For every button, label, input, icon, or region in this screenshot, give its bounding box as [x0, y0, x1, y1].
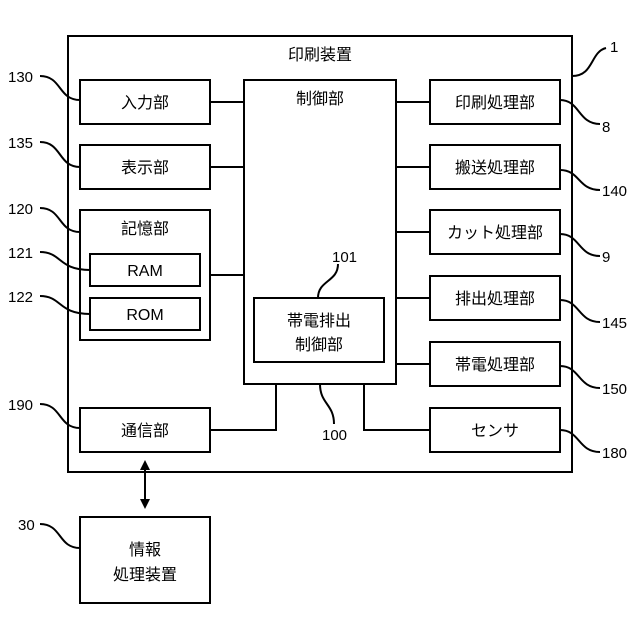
- information-processing-device-label-line2: 処理装置: [113, 565, 177, 584]
- information-processing-device-label-line1: 情報: [129, 540, 161, 559]
- ref-150: 150: [602, 381, 627, 398]
- ref-190: 190: [8, 397, 33, 414]
- ref-1: 1: [610, 39, 618, 56]
- information-processing-device-box: [80, 517, 210, 603]
- ref-121: 121: [8, 245, 33, 262]
- charge-discharge-control-label-line1: 帯電排出: [287, 311, 351, 330]
- leader-30: [40, 524, 80, 548]
- ref-130: 130: [8, 69, 33, 86]
- display-unit-label: 表示部: [121, 158, 169, 177]
- leader-1: [572, 48, 606, 76]
- input-unit-label: 入力部: [121, 93, 169, 112]
- ram-label: RAM: [127, 263, 163, 280]
- ref-180: 180: [602, 445, 627, 462]
- transport-processing-label: 搬送処理部: [455, 158, 535, 177]
- ref-9: 9: [602, 249, 610, 266]
- discharge-processing-label: 排出処理部: [455, 289, 535, 308]
- ref-140: 140: [602, 183, 627, 200]
- ref-135: 135: [8, 135, 33, 152]
- charge-discharge-control-label-line2: 制御部: [295, 335, 343, 354]
- ref-30: 30: [18, 517, 35, 534]
- ref-8: 8: [602, 119, 610, 136]
- charge-processing-label: 帯電処理部: [455, 355, 535, 374]
- storage-unit-label: 記憶部: [121, 219, 169, 238]
- ref-120: 120: [8, 201, 33, 218]
- ref-100: 100: [322, 427, 347, 444]
- sensor-label: センサ: [471, 421, 519, 440]
- ref-145: 145: [602, 315, 627, 332]
- printing-device-title: 印刷装置: [288, 45, 352, 64]
- controller-label: 制御部: [296, 89, 344, 108]
- ref-122: 122: [8, 289, 33, 306]
- cut-processing-label: カット処理部: [447, 223, 543, 242]
- ref-101: 101: [332, 249, 357, 266]
- communication-unit-label: 通信部: [121, 421, 169, 440]
- print-processing-label: 印刷処理部: [455, 93, 535, 112]
- rom-label: ROM: [126, 307, 163, 324]
